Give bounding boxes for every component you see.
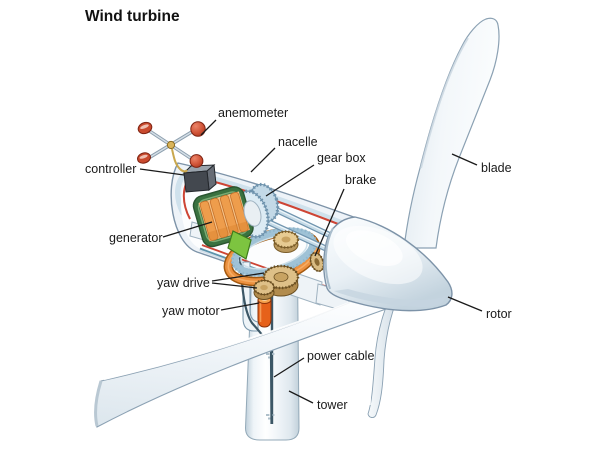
blade-upper	[403, 17, 500, 249]
leader-generator	[162, 221, 213, 238]
label-rotor: rotor	[486, 307, 512, 321]
anemometer	[137, 121, 206, 173]
yaw-drive-gear-stack	[262, 264, 300, 297]
yaw-motor	[257, 296, 272, 328]
label-generator: generator	[109, 231, 163, 245]
page-title: Wind turbine	[85, 8, 180, 25]
leader-blade	[451, 153, 478, 166]
generator	[192, 186, 262, 248]
yaw-drive-gear-upper	[272, 230, 300, 253]
label-yaw-drive: yaw drive	[157, 276, 210, 290]
leader-brake	[314, 188, 345, 257]
leader-anemometer	[200, 119, 217, 136]
leader-controller	[139, 168, 185, 176]
leader-tower	[288, 390, 314, 404]
leader-rotor	[447, 296, 483, 312]
leader-nacelle	[250, 147, 276, 173]
label-brake: brake	[345, 173, 376, 187]
anemometer-cup-ne	[190, 121, 206, 137]
label-tower: tower	[317, 398, 348, 412]
nacelle	[170, 162, 363, 425]
leader-yaw-drive-2	[211, 282, 258, 289]
leader-yaw-drive-1	[211, 272, 265, 282]
rotor-hub	[323, 216, 453, 312]
yaw-drive-gear-lower	[252, 279, 276, 300]
label-blade: blade	[481, 161, 512, 175]
label-nacelle: nacelle	[278, 135, 318, 149]
coupling-cone	[227, 230, 252, 260]
leader-gear-box	[265, 164, 315, 197]
label-anemometer: anemometer	[218, 106, 288, 120]
leader-power-cable	[273, 357, 305, 378]
anemometer-cup-nw	[137, 121, 153, 135]
controller-box	[182, 164, 217, 193]
label-controller: controller	[85, 162, 136, 176]
label-gear-box: gear box	[317, 151, 366, 165]
anemometer-cup-sw	[137, 152, 151, 164]
label-power-cable: power cable	[307, 349, 374, 363]
leader-lines	[139, 119, 483, 404]
tower-flange-marks	[266, 353, 275, 420]
label-yaw-motor: yaw motor	[162, 304, 220, 318]
anemometer-cup-se	[189, 154, 204, 168]
leader-yaw-motor	[220, 302, 260, 311]
